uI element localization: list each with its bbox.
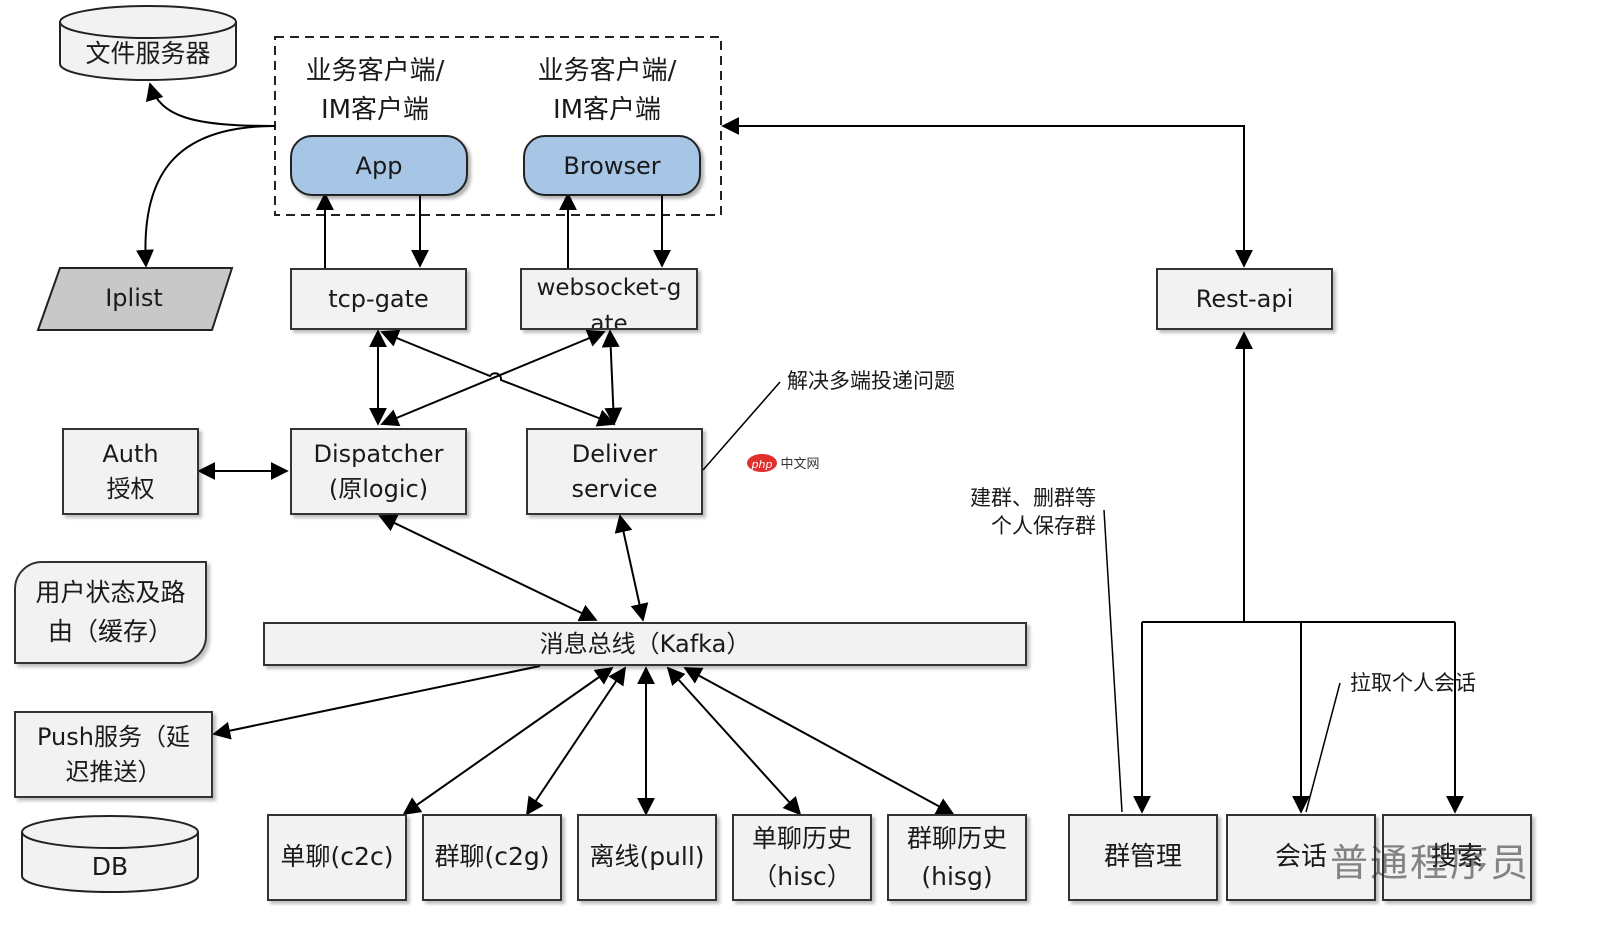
- deliver-service-node[interactable]: Deliver service: [526, 428, 703, 515]
- php-logo: php 中文网: [747, 454, 820, 472]
- message-bus[interactable]: 消息总线（Kafka）: [263, 622, 1027, 666]
- deliver-label-line1: Deliver: [571, 439, 658, 468]
- dispatcher-label-line1: Dispatcher: [313, 439, 444, 468]
- websocket-gate-node[interactable]: websocket-gate: [520, 268, 698, 330]
- client-group-label-right: 业务客户端/ IM客户端: [524, 52, 690, 130]
- client-label-line: IM客户端: [552, 95, 662, 125]
- service-search[interactable]: 搜索: [1382, 814, 1532, 901]
- worker-label: 群聊历史: [906, 824, 1007, 853]
- worker-pull[interactable]: 离线(pull): [577, 814, 717, 901]
- service-label: 群管理: [1103, 841, 1182, 872]
- iplist-label: Iplist: [105, 284, 163, 312]
- service-label: 搜索: [1430, 841, 1483, 872]
- annotation-group-ops: 建群、删群等 个人保存群: [962, 484, 1096, 541]
- tcp-gate-label: tcp-gate: [328, 284, 429, 313]
- auth-label-line2: 授权: [106, 474, 155, 503]
- client-label-line: IM客户端: [320, 95, 430, 125]
- push-service-node[interactable]: Push服务（延 迟推送）: [14, 711, 213, 798]
- file-server-cylinder: [59, 5, 237, 81]
- annotation-line: 建群、删群等: [970, 486, 1096, 510]
- db-label: DB: [91, 852, 129, 881]
- browser-label: Browser: [563, 151, 661, 180]
- worker-label: 群聊(c2g): [434, 842, 550, 872]
- app-node[interactable]: App: [290, 135, 468, 196]
- worker-hisc[interactable]: 单聊历史 （hisc）: [732, 814, 872, 901]
- rest-api-node[interactable]: Rest-api: [1156, 268, 1333, 330]
- worker-label: 单聊(c2c): [280, 842, 394, 872]
- annotation-pull-session: 拉取个人会话: [1350, 671, 1476, 695]
- service-session[interactable]: 会话: [1226, 814, 1376, 901]
- worker-label-sub: (hisg): [921, 861, 993, 891]
- service-group-mgmt[interactable]: 群管理: [1068, 814, 1218, 901]
- worker-hisg[interactable]: 群聊历史 (hisg): [887, 814, 1027, 901]
- file-server-label: 文件服务器: [85, 39, 211, 68]
- client-label-line: 业务客户端/: [305, 56, 445, 86]
- watermark-text: 普通程序员: [1330, 841, 1531, 885]
- worker-label: 单聊历史: [751, 824, 852, 853]
- auth-label-line1: Auth: [102, 439, 159, 468]
- push-label-line1: Push服务（延: [37, 722, 190, 751]
- db-cylinder: [21, 815, 199, 893]
- rest-api-label: Rest-api: [1195, 284, 1294, 313]
- tcp-gate-node[interactable]: tcp-gate: [290, 268, 467, 330]
- client-label-line: 业务客户端/: [537, 56, 677, 86]
- service-label: 会话: [1274, 841, 1327, 872]
- browser-node[interactable]: Browser: [523, 135, 701, 196]
- annotation-multi-device: 解决多端投递问题: [787, 369, 955, 393]
- user-state-line2: 由（缓存）: [47, 616, 173, 646]
- deliver-label-line2: service: [571, 474, 658, 503]
- worker-c2g[interactable]: 群聊(c2g): [422, 814, 562, 901]
- message-bus-label: 消息总线（Kafka）: [539, 629, 751, 658]
- worker-label: 离线(pull): [589, 842, 705, 872]
- svg-text:php: php: [751, 458, 773, 471]
- push-label-line2: 迟推送）: [65, 757, 162, 786]
- worker-c2c[interactable]: 单聊(c2c): [267, 814, 407, 901]
- websocket-gate-label: websocket-gate: [536, 275, 682, 330]
- svg-text:中文网: 中文网: [780, 457, 819, 472]
- auth-node[interactable]: Auth 授权: [62, 428, 199, 515]
- dispatcher-node[interactable]: Dispatcher (原logic): [290, 428, 467, 515]
- dispatcher-label-line2: (原logic): [328, 474, 429, 503]
- app-label: App: [355, 151, 403, 180]
- iplist-shape: [36, 267, 234, 331]
- client-group-label-left: 业务客户端/ IM客户端: [292, 52, 458, 130]
- worker-label-sub: （hisc）: [752, 861, 852, 891]
- user-state-line1: 用户状态及路: [35, 577, 186, 607]
- annotation-line: 个人保存群: [991, 514, 1096, 539]
- user-state-note: 用户状态及路 由（缓存）: [14, 561, 207, 664]
